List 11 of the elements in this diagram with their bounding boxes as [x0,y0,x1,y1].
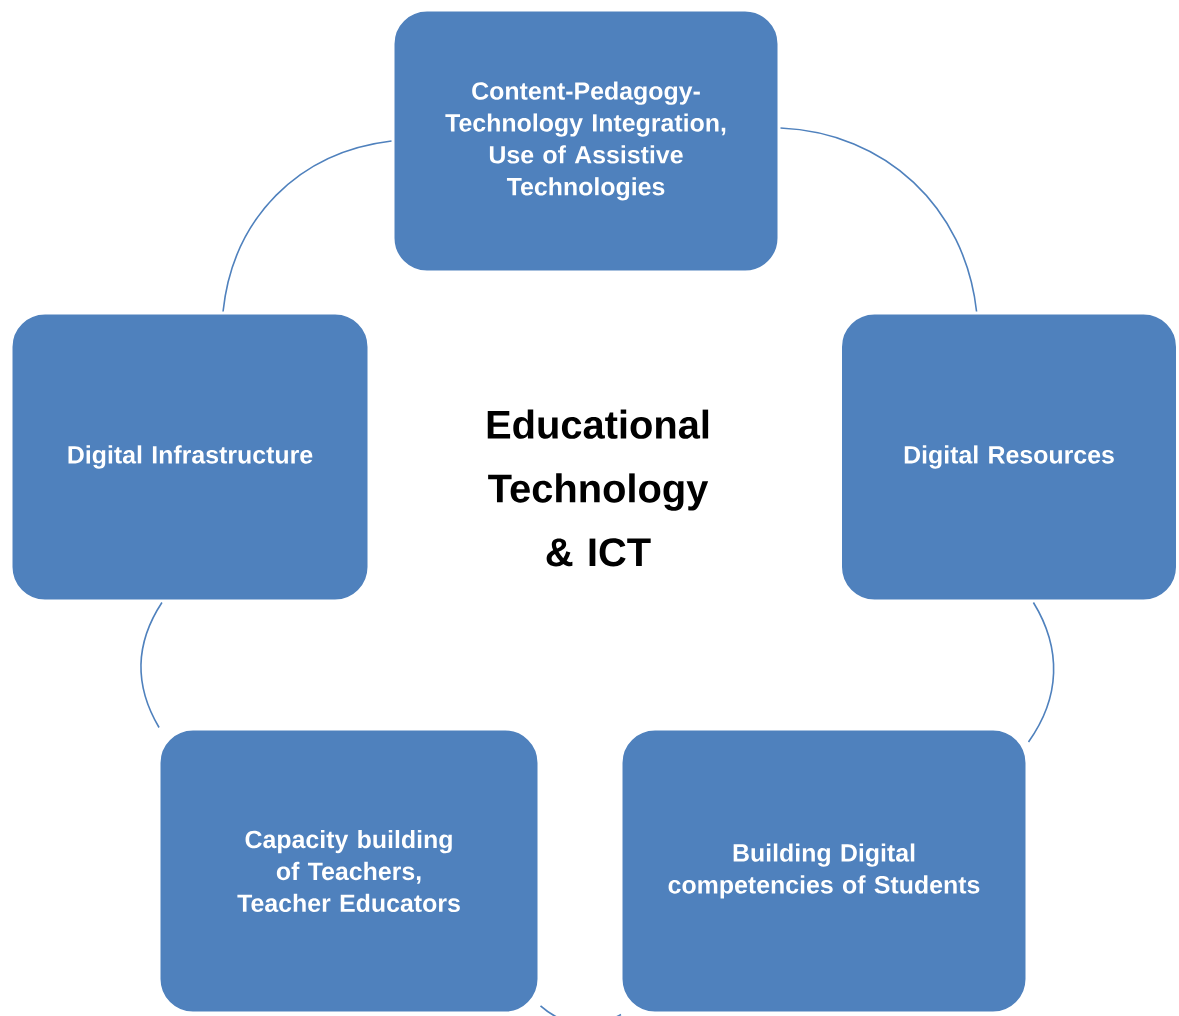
connector-arc [222,140,393,313]
process-box: Building Digital competencies of Students [619,727,1029,1015]
connector-arc [140,601,163,729]
process-box: Content-Pedagogy-Technology Integration, Use of Assistive Technologies [391,8,781,274]
connector-arc [779,127,978,313]
connector-arc [1027,601,1055,743]
process-box: Digital Resources [839,311,1179,603]
process-box: Capacity building of Teachers, Teacher Educators [157,727,541,1015]
center-title: Educational Technology & ICT [487,409,709,567]
connector-arc [539,1005,622,1016]
process-box: Digital Infrastructure [9,311,371,603]
